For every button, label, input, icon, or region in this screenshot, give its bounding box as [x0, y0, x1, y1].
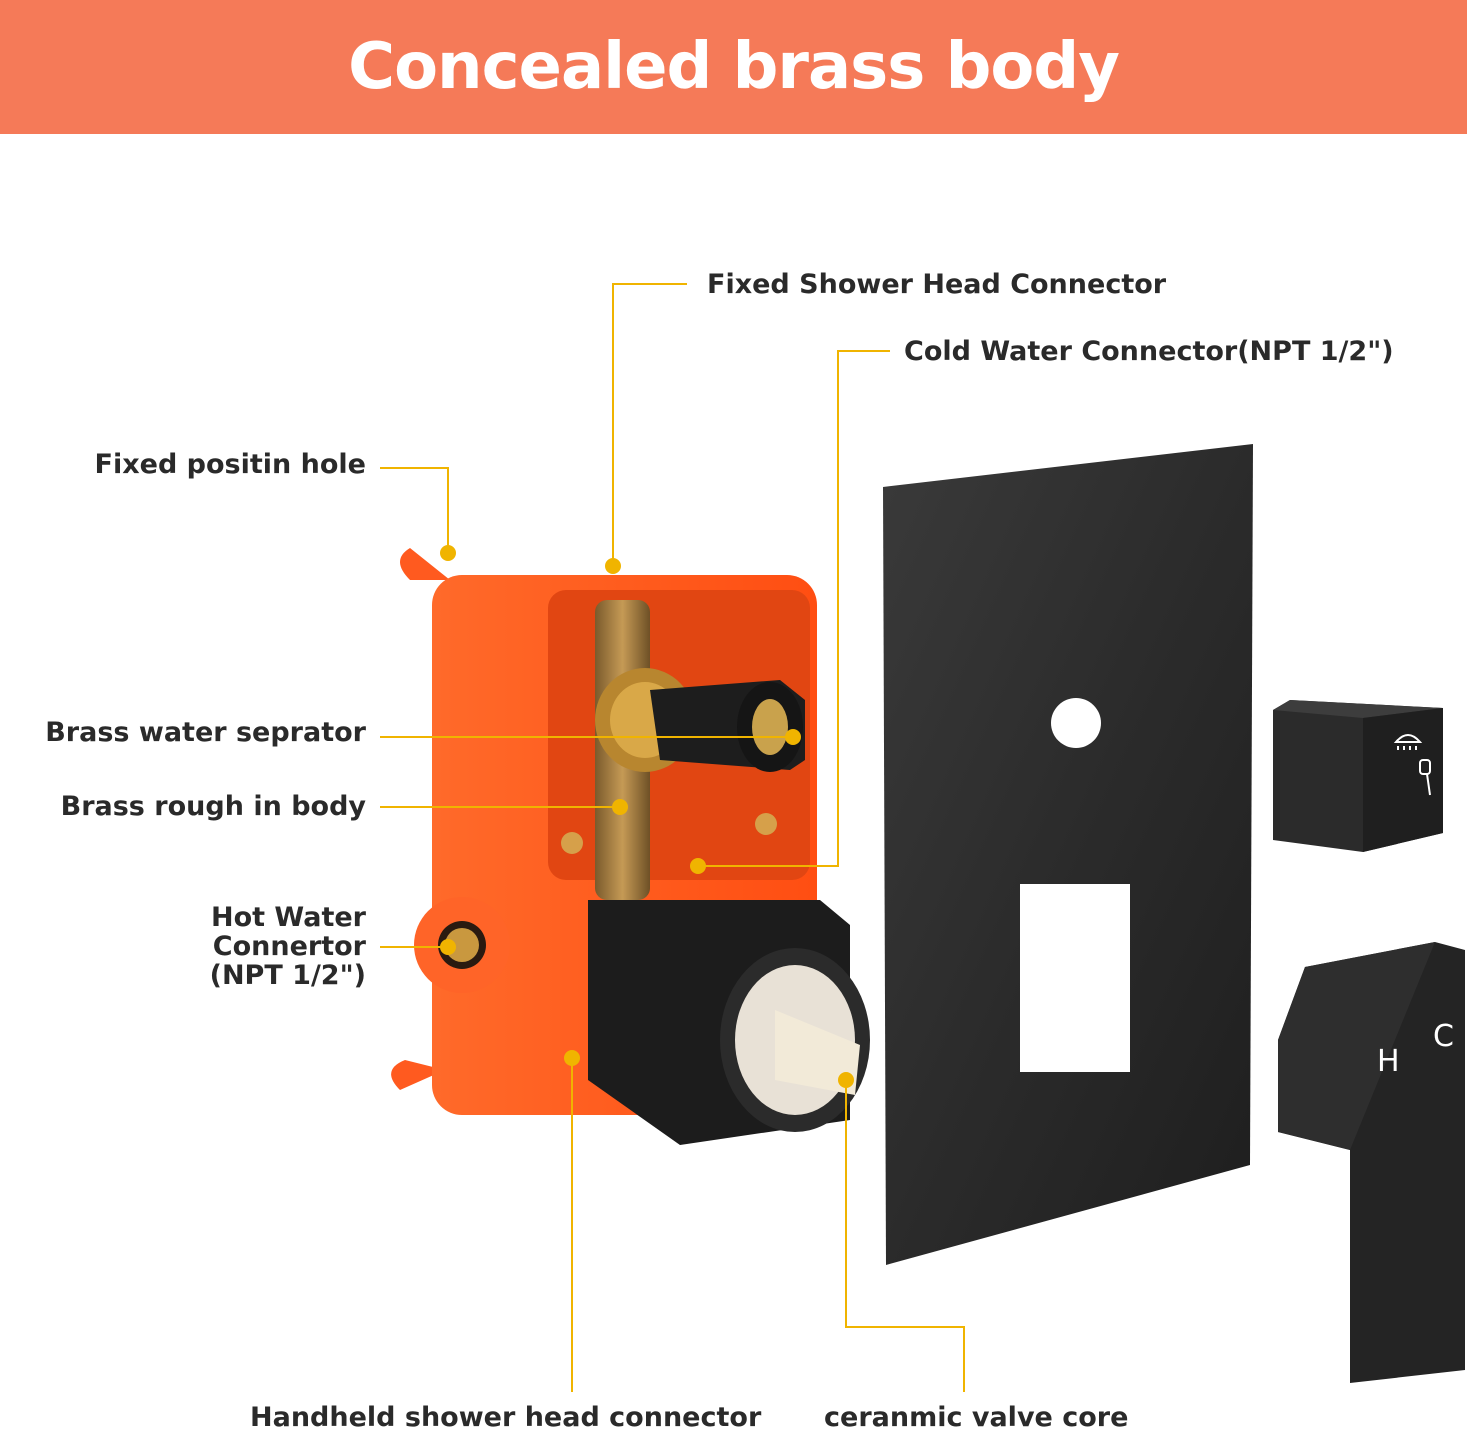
lever-handle: [1278, 942, 1465, 1383]
label-hot-water-line1: Hot Water: [210, 902, 366, 933]
plate-valve-opening: [1020, 884, 1130, 1072]
leader-lines: [380, 283, 965, 1392]
label-brass-water-separator: Brass water seprator: [45, 717, 366, 748]
hot-mark: H: [1377, 1044, 1400, 1079]
shower-head-icon: [1393, 734, 1423, 750]
label-fixed-position-hole: Fixed positin hole: [94, 449, 366, 480]
leader-fixed-shower: [612, 283, 687, 566]
handheld-shower-icon: [1419, 759, 1431, 796]
page-title: Concealed brass body: [348, 30, 1120, 104]
label-hot-water-line3: (NPT 1/2"): [209, 960, 366, 991]
label-ceramic-valve-core: ceranmic valve core: [824, 1402, 1129, 1433]
cold-mark: C: [1433, 1019, 1454, 1054]
label-brass-rough-in-body: Brass rough in body: [60, 791, 366, 822]
leader-dots: [440, 545, 854, 1088]
label-hot-water-connector: Hot Water Connertor (NPT 1/2"): [210, 903, 366, 990]
label-cold-water-connector: Cold Water Connector(NPT 1/2"): [904, 336, 1394, 367]
title-banner: Concealed brass body: [0, 0, 1467, 134]
leader-cold-water: [698, 350, 890, 867]
label-fixed-shower-head-connector: Fixed Shower Head Connector: [707, 269, 1167, 300]
label-handheld-shower-head-connector: Handheld shower head connector: [250, 1402, 762, 1433]
diverter-knob: [1273, 700, 1443, 852]
label-hot-water-line2: Connertor: [212, 931, 366, 962]
rough-in-box: [391, 548, 870, 1145]
cover-plate: [883, 444, 1253, 1265]
leader-valve-core: [845, 1080, 965, 1392]
leader-fixed-hole: [380, 467, 449, 553]
plate-diverter-hole: [1051, 698, 1101, 748]
